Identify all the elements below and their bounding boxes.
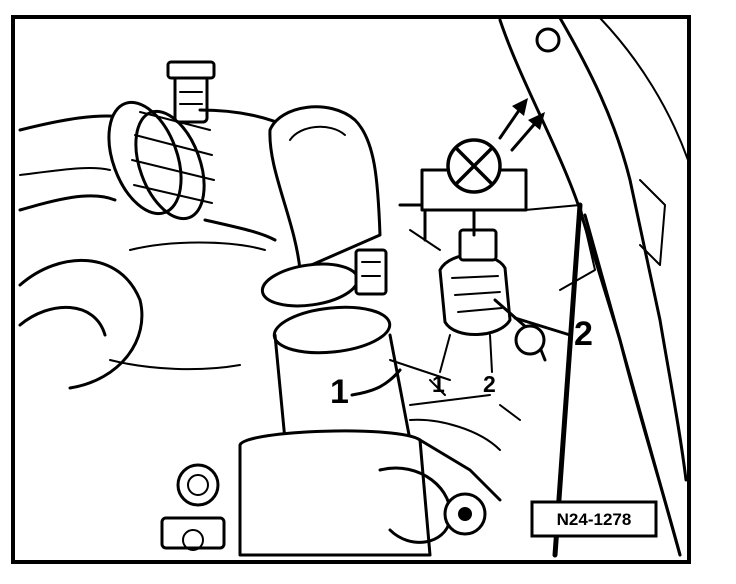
sensor-symbol-group: [420, 98, 545, 237]
figure-code-text: N24-1278: [557, 510, 632, 529]
drawing-artwork: [18, 16, 689, 558]
hose-clamp-middle: [260, 248, 392, 355]
figure-frame: [11, 15, 691, 564]
callout-2-small-text: 2: [483, 371, 496, 397]
callout-1-large-text: 1: [330, 373, 349, 411]
lower-housing: [238, 418, 502, 557]
figure-code-box: N24-1278: [530, 500, 658, 538]
center-elbow-pipe: [268, 105, 382, 272]
circle-with-cross-icon: [446, 138, 502, 194]
hose-clamp-upper: [107, 60, 216, 221]
bolt-lower-center: [443, 492, 487, 536]
temperature-sensor-connector: [438, 228, 547, 362]
callout-2-large-text: 2: [574, 315, 593, 353]
callout-1-small-text: 1: [432, 371, 445, 397]
callout-1-large: 1: [330, 368, 402, 411]
bolt-lower-left: [160, 463, 226, 551]
callout-small-pair: 1 2: [409, 334, 496, 406]
callout-2-large: 2: [513, 315, 593, 353]
double-diagonal-arrow-icon: [498, 98, 545, 152]
